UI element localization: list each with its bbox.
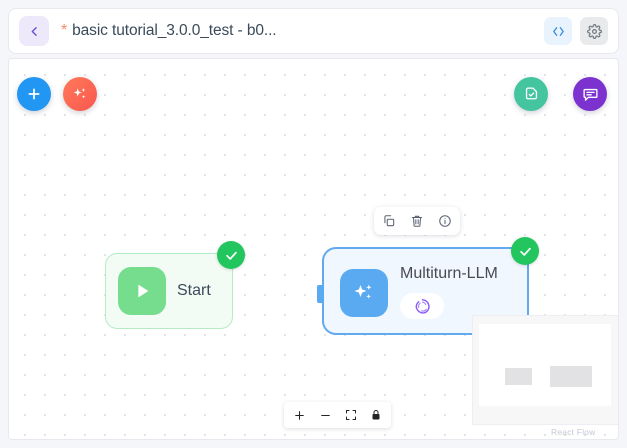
ai-generate-button[interactable] bbox=[63, 77, 97, 111]
trash-icon bbox=[411, 215, 423, 227]
minimap-viewport bbox=[479, 324, 611, 406]
minimap[interactable] bbox=[472, 315, 618, 425]
settings-button[interactable] bbox=[580, 17, 608, 45]
start-node-icon-wrap bbox=[118, 267, 166, 315]
zoom-out-button[interactable] bbox=[319, 409, 332, 422]
modified-marker: * bbox=[61, 22, 68, 39]
sparkles-icon bbox=[354, 284, 372, 299]
check-circle-icon bbox=[225, 251, 237, 260]
chat-bubble-icon bbox=[582, 88, 598, 101]
add-node-button[interactable] bbox=[17, 77, 51, 111]
node-context-toolbar bbox=[374, 207, 460, 235]
plus-icon bbox=[295, 410, 304, 420]
title-text: basic tutorial_3.0.0_test - b0... bbox=[72, 22, 277, 39]
check-circle-icon bbox=[519, 247, 531, 256]
sparkles-icon bbox=[73, 88, 86, 99]
code-view-button[interactable] bbox=[544, 17, 572, 45]
copy-icon bbox=[384, 215, 395, 227]
node-start[interactable]: Start bbox=[105, 253, 233, 329]
back-button[interactable] bbox=[19, 16, 49, 46]
plus-icon bbox=[28, 88, 40, 100]
node-llm-label: Multiturn-LLM bbox=[400, 265, 498, 282]
fit-view-icon bbox=[346, 410, 356, 420]
node-llm-status-badge bbox=[511, 237, 539, 265]
gear-icon bbox=[586, 23, 602, 39]
flow-canvas[interactable]: Start Multiturn-LLM bbox=[8, 58, 619, 440]
info-icon bbox=[439, 215, 451, 227]
node-info-button[interactable] bbox=[438, 214, 452, 228]
react-flow-attribution[interactable]: React Flow bbox=[551, 427, 596, 437]
play-icon bbox=[138, 284, 149, 298]
node-start-status-badge bbox=[217, 241, 245, 269]
chat-button[interactable] bbox=[573, 77, 607, 111]
node-target-handle[interactable] bbox=[317, 285, 324, 303]
zoom-in-button[interactable] bbox=[293, 409, 306, 422]
llm-node-icon-wrap bbox=[340, 269, 388, 317]
minimap-node bbox=[505, 368, 532, 385]
model-badge[interactable] bbox=[400, 293, 444, 319]
gemini-swirl-icon bbox=[415, 298, 430, 314]
lock-canvas-button[interactable] bbox=[370, 409, 382, 421]
minus-icon bbox=[321, 414, 330, 416]
page-title: * basic tutorial_3.0.0_test - b0... bbox=[61, 22, 277, 40]
document-check-button[interactable] bbox=[514, 77, 548, 111]
code-brackets-icon bbox=[552, 26, 564, 36]
node-start-label: Start bbox=[177, 282, 211, 299]
lock-icon bbox=[372, 410, 380, 420]
document-check-icon bbox=[525, 86, 537, 99]
zoom-controls bbox=[284, 402, 391, 428]
fit-view-button[interactable] bbox=[345, 409, 357, 421]
header-actions bbox=[544, 17, 608, 45]
minimap-node bbox=[550, 366, 592, 387]
delete-node-button[interactable] bbox=[410, 214, 424, 228]
header-bar: * basic tutorial_3.0.0_test - b0... bbox=[8, 8, 619, 54]
copy-node-button[interactable] bbox=[382, 214, 396, 228]
chevron-left-icon bbox=[31, 26, 37, 36]
